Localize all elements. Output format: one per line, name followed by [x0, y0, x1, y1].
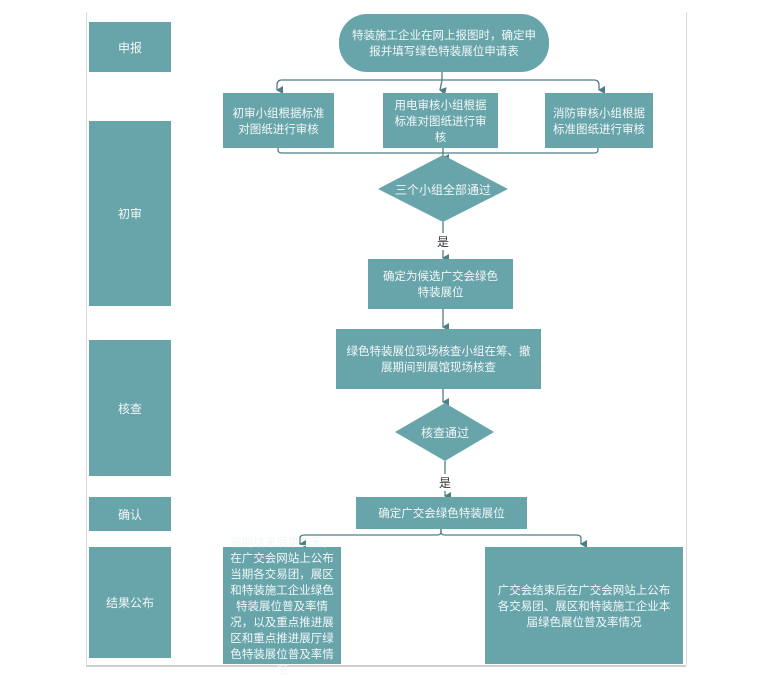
- lane-submit: 申报: [89, 22, 171, 72]
- frame-right-border: [686, 12, 687, 665]
- yes-label-1: 是: [436, 233, 451, 250]
- decision-2-label: 核查通过: [420, 425, 469, 440]
- lane-publish: 结果公布: [89, 547, 171, 658]
- publish-final-node-text: 广交会结束后在广交会网站上公布各交易团、展区和特装施工企业本届绿色展位普及率情况: [497, 582, 671, 629]
- lane-label: 初审: [117, 207, 142, 221]
- connector-to-review-a: [276, 79, 442, 94]
- lane-confirm: 确认: [89, 497, 171, 531]
- confirm-booth-node: 确定广交会绿色特装展位: [356, 497, 527, 529]
- confirm-booth-node-text: 确定广交会绿色特装展位: [378, 506, 505, 520]
- connector-merge: [277, 148, 599, 154]
- review-node-c-text: 消防审核小组根据标准图纸进行审核: [553, 105, 645, 136]
- decision-diamond-2: [395, 403, 494, 461]
- publish-per-phase-node-text: 每期结束后第二天，在广交会网站上公布当期各交易团，展区和特装施工企业绿色特装展位…: [230, 534, 334, 677]
- frame-left-border: [86, 12, 87, 665]
- decision-1-label: 三个小组全部通过: [394, 182, 491, 197]
- review-node-a-text: 初审小组根据标准对图纸进行审核: [232, 105, 325, 136]
- lane-label: 申报: [117, 40, 142, 55]
- candidate-node: 确定为候选广交会绿色特装展位: [368, 259, 513, 309]
- lane-inspection: 核查: [89, 340, 171, 476]
- connector-to-review-c: [442, 79, 605, 94]
- review-node-b-text: 用电审核小组根据标准对图纸进行审核: [394, 97, 487, 144]
- decision-diamond-1: [378, 155, 508, 222]
- yes-label-2: 是: [438, 474, 453, 491]
- lane-label: 结果公布: [105, 596, 154, 610]
- start-node-text: 特装施工企业在网上报图时，确定申报并填写绿色特装展位申请表: [352, 28, 536, 58]
- review-node-c: 消防审核小组根据标准图纸进行审核: [545, 93, 653, 148]
- publish-final-node: 广交会结束后在广交会网站上公布各交易团、展区和特装施工企业本届绿色展位普及率情况: [485, 547, 683, 664]
- start-node: 特装施工企业在网上报图时，确定申报并填写绿色特装展位申请表: [339, 14, 549, 72]
- candidate-node-text: 确定为候选广交会绿色特装展位: [383, 269, 498, 299]
- frame-bottom-border: [86, 665, 686, 667]
- review-node-b: 用电审核小组根据标准对图纸进行审核: [383, 93, 498, 148]
- publish-per-phase-node: 每期结束后第二天，在广交会网站上公布当期各交易团，展区和特装施工企业绿色特装展位…: [223, 535, 341, 677]
- onsite-check-node: 绿色特装展位现场核查小组在筹、撤展期间到展馆现场核查: [336, 329, 541, 389]
- onsite-check-node-text: 绿色特装展位现场核查小组在筹、撤展期间到展馆现场核查: [346, 344, 531, 374]
- connector-to-review-b: [439, 79, 447, 96]
- lane-label: 核查: [117, 401, 142, 416]
- lane-initial-review: 初审: [89, 121, 171, 306]
- connector-confirm-split-right: [440, 529, 587, 548]
- review-node-a: 初审小组根据标准对图纸进行审核: [223, 93, 334, 148]
- lane-label: 确认: [117, 507, 142, 522]
